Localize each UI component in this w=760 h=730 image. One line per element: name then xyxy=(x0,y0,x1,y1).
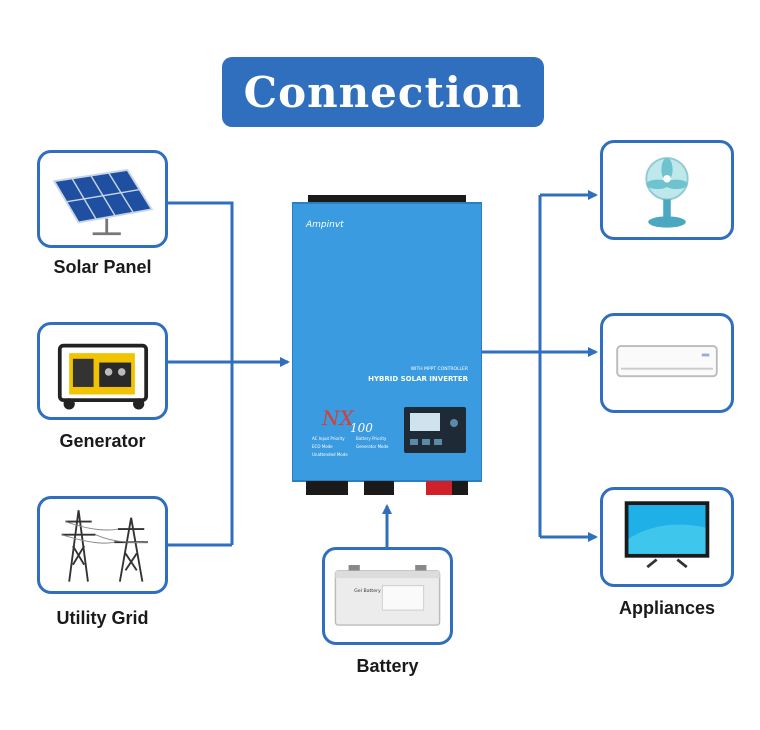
title-banner: Connection xyxy=(222,57,544,127)
mode-battery-priority: Battery Priority xyxy=(356,436,387,441)
inverter-model-number: 100 xyxy=(350,421,373,435)
utility-grid-label: Utility Grid xyxy=(56,608,149,628)
inverter-brand: Ampinvt xyxy=(305,220,344,230)
fan-icon xyxy=(645,157,689,228)
solar-panel-label: Solar Panel xyxy=(53,257,152,277)
tv-icon xyxy=(624,501,710,569)
inverter-subtitle: WITH MPPT CONTROLLER xyxy=(411,366,468,372)
mode-ac-priority: AC Input Priority xyxy=(312,436,345,441)
inverter-model: NX xyxy=(321,406,355,430)
tv-card xyxy=(600,487,734,587)
generator-icon xyxy=(57,343,149,410)
utility-grid-card xyxy=(37,496,168,594)
hybrid-solar-inverter: Ampinvt WITH MPPT CONTROLLER HYBRID SOLA… xyxy=(291,195,483,495)
battery-card: Gel Battery xyxy=(322,547,453,645)
inverter-icon: Ampinvt WITH MPPT CONTROLLER HYBRID SOLA… xyxy=(291,195,483,495)
page-title: Connection xyxy=(243,67,523,117)
mode-unattended: Unattended Mode xyxy=(312,452,348,457)
battery-icon: Gel Battery xyxy=(334,565,441,626)
fan-card xyxy=(600,140,734,240)
generator-card xyxy=(37,322,168,420)
air-conditioner-card xyxy=(600,313,734,413)
solar-connector xyxy=(168,201,234,545)
inverter-product: HYBRID SOLAR INVERTER xyxy=(368,375,468,383)
mode-generator: Generator Mode xyxy=(356,444,389,449)
utility-tower-icon xyxy=(61,510,149,582)
mode-eco: ECO Mode xyxy=(312,444,333,449)
battery-label: Battery xyxy=(356,656,419,676)
solar-panel-icon xyxy=(52,168,154,236)
battery-text: Gel Battery xyxy=(354,588,381,594)
appliances-label: Appliances xyxy=(618,598,716,618)
generator-label: Generator xyxy=(59,431,146,451)
air-conditioner-icon xyxy=(616,345,718,378)
solar-panel-card xyxy=(37,150,168,248)
